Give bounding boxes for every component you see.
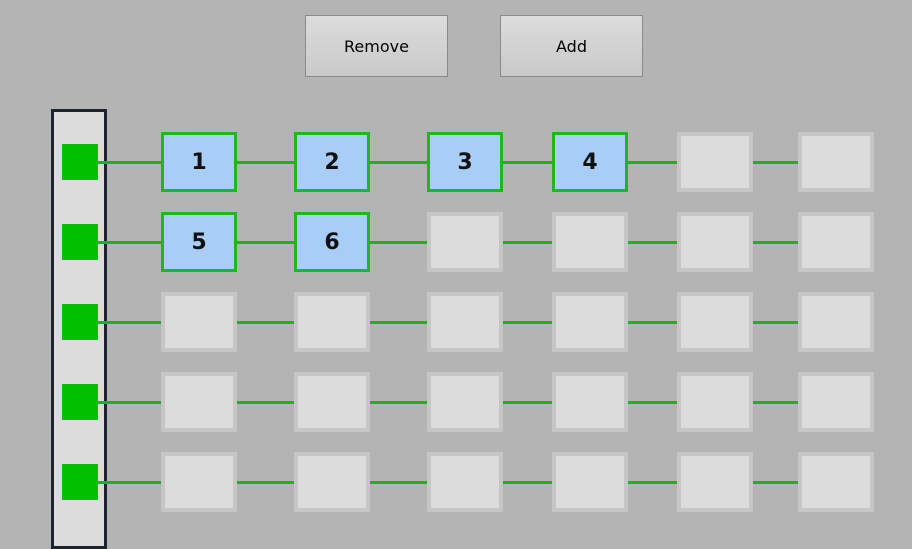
slot-empty[interactable] xyxy=(427,452,503,512)
slot-empty[interactable] xyxy=(677,372,753,432)
slot-empty[interactable] xyxy=(161,372,237,432)
slot-empty[interactable] xyxy=(427,212,503,272)
slot-empty[interactable] xyxy=(552,292,628,352)
port-indicator xyxy=(62,384,98,420)
slot-empty[interactable] xyxy=(294,452,370,512)
port-indicator xyxy=(62,224,98,260)
slot-empty[interactable] xyxy=(677,132,753,192)
slot-empty[interactable] xyxy=(294,292,370,352)
slot-empty[interactable] xyxy=(677,292,753,352)
slot-empty[interactable] xyxy=(294,372,370,432)
slot-filled[interactable]: 2 xyxy=(294,132,370,192)
add-button[interactable]: Add xyxy=(500,15,643,77)
slot-filled[interactable]: 4 xyxy=(552,132,628,192)
slot-filled[interactable]: 3 xyxy=(427,132,503,192)
slot-empty[interactable] xyxy=(552,212,628,272)
port-indicator xyxy=(62,464,98,500)
slot-filled[interactable]: 1 xyxy=(161,132,237,192)
slot-empty[interactable] xyxy=(552,372,628,432)
port-indicator xyxy=(62,144,98,180)
slot-empty[interactable] xyxy=(798,452,874,512)
slot-empty[interactable] xyxy=(798,292,874,352)
slot-empty[interactable] xyxy=(798,212,874,272)
slot-filled[interactable]: 6 xyxy=(294,212,370,272)
port-indicator xyxy=(62,304,98,340)
slot-empty[interactable] xyxy=(161,452,237,512)
slot-empty[interactable] xyxy=(798,132,874,192)
slot-empty[interactable] xyxy=(677,212,753,272)
slot-empty[interactable] xyxy=(677,452,753,512)
slot-empty[interactable] xyxy=(798,372,874,432)
slot-empty[interactable] xyxy=(427,372,503,432)
remove-button[interactable]: Remove xyxy=(305,15,448,77)
slot-empty[interactable] xyxy=(552,452,628,512)
slot-filled[interactable]: 5 xyxy=(161,212,237,272)
slot-empty[interactable] xyxy=(161,292,237,352)
slot-empty[interactable] xyxy=(427,292,503,352)
